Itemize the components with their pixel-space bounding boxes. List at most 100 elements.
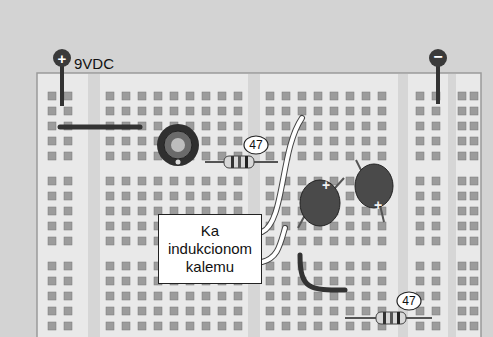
breadboard-hole [186, 92, 194, 100]
breadboard-hole [64, 222, 72, 230]
breadboard-hole [64, 107, 72, 115]
breadboard-hole [432, 207, 440, 215]
breadboard-hole [362, 222, 370, 230]
breadboard-hole [282, 262, 290, 270]
breadboard-hole [234, 137, 242, 145]
negative-terminal [429, 49, 447, 67]
resistor-symbol [345, 292, 432, 324]
breadboard-hole [266, 177, 274, 185]
breadboard-hole [330, 307, 338, 315]
callout-text: Ka indukcionom kalemu [163, 222, 257, 276]
breadboard-hole [346, 152, 354, 160]
breadboard-hole [122, 207, 130, 215]
breadboard-hole [138, 307, 146, 315]
breadboard-hole [346, 92, 354, 100]
breadboard-hole [106, 92, 114, 100]
breadboard-hole [282, 92, 290, 100]
breadboard-hole [458, 137, 466, 145]
breadboard-hole [458, 92, 466, 100]
breadboard-hole [416, 277, 424, 285]
breadboard-hole [122, 307, 130, 315]
breadboard-hole [266, 322, 274, 330]
breadboard-hole [234, 192, 242, 200]
breadboard-hole [470, 277, 478, 285]
breadboard-hole [470, 137, 478, 145]
breadboard-hole [378, 237, 386, 245]
breadboard-hole [106, 137, 114, 145]
breadboard-hole [282, 122, 290, 130]
breadboard-hole [314, 307, 322, 315]
breadboard-holes [48, 92, 478, 330]
breadboard-hole [346, 262, 354, 270]
breadboard-hole [154, 192, 162, 200]
breadboard-hole [416, 207, 424, 215]
breadboard-hole [266, 237, 274, 245]
breadboard-hole [470, 307, 478, 315]
coil-wire [262, 118, 302, 232]
breadboard-hole [416, 192, 424, 200]
breadboard-hole [470, 322, 478, 330]
breadboard-hole [266, 122, 274, 130]
breadboard-hole [202, 92, 210, 100]
coil-wire [262, 228, 285, 262]
breadboard-hole [48, 207, 56, 215]
breadboard-hole [282, 292, 290, 300]
resistor-symbol [205, 136, 278, 168]
breadboard-hole [170, 292, 178, 300]
breadboard-hole [362, 277, 370, 285]
breadboard-hole [362, 152, 370, 160]
breadboard-hole [330, 92, 338, 100]
breadboard-hole [432, 122, 440, 130]
breadboard-hole [48, 277, 56, 285]
breadboard-hole [218, 107, 226, 115]
breadboard-hole [122, 192, 130, 200]
breadboard-hole [416, 152, 424, 160]
breadboard-hole [378, 137, 386, 145]
breadboard-hole [218, 292, 226, 300]
breadboard-hole [170, 307, 178, 315]
breadboard-hole [362, 292, 370, 300]
breadboard-hole [378, 222, 386, 230]
breadboard-hole [314, 107, 322, 115]
breadboard-hole [458, 292, 466, 300]
breadboard-hole [106, 192, 114, 200]
breadboard-hole [458, 237, 466, 245]
breadboard-hole [234, 177, 242, 185]
breadboard-hole [106, 307, 114, 315]
breadboard-hole [470, 92, 478, 100]
breadboard-hole [432, 237, 440, 245]
voltage-label: 9VDC [74, 56, 114, 71]
breadboard-hole [106, 207, 114, 215]
breadboard-hole [458, 122, 466, 130]
breadboard-hole [362, 262, 370, 270]
breadboard-hole [470, 122, 478, 130]
breadboard-hole [64, 192, 72, 200]
breadboard-hole [346, 237, 354, 245]
breadboard-hole [266, 107, 274, 115]
breadboard-hole [346, 222, 354, 230]
breadboard-hole [346, 107, 354, 115]
breadboard-hole [106, 177, 114, 185]
breadboard-hole [138, 192, 146, 200]
polarity-mark: + [374, 198, 382, 212]
breadboard-hole [64, 237, 72, 245]
jumper-wire [300, 255, 345, 290]
breadboard-hole [432, 262, 440, 270]
breadboard-hole [218, 307, 226, 315]
breadboard-hole [298, 177, 306, 185]
breadboard-hole [48, 262, 56, 270]
breadboard-hole [106, 262, 114, 270]
coil-wire [262, 228, 285, 262]
breadboard-hole [122, 222, 130, 230]
breadboard-hole [202, 177, 210, 185]
breadboard-hole [202, 107, 210, 115]
breadboard-hole [138, 277, 146, 285]
breadboard-hole [458, 322, 466, 330]
callout-number: 47 [249, 139, 262, 151]
breadboard-hole [416, 107, 424, 115]
breadboard-hole [330, 137, 338, 145]
breadboard-hole [106, 292, 114, 300]
breadboard-hole [202, 322, 210, 330]
breadboard-hole [154, 92, 162, 100]
